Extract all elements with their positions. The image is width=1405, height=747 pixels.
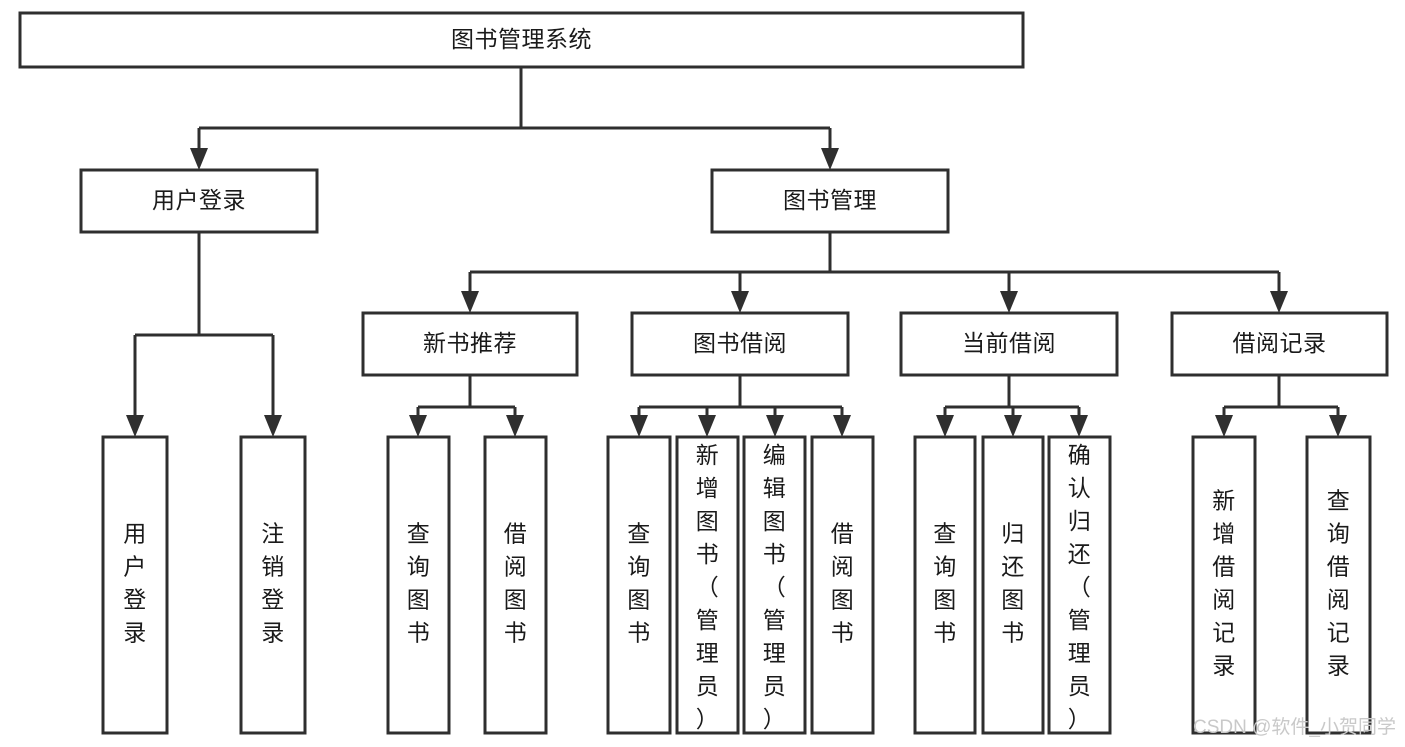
- node-label-leaf-add-book: 新增图书（管理员）: [696, 442, 720, 732]
- node-box-leaf-query-book-borrow[interactable]: [606, 435, 672, 735]
- user-login-drop-0-arrow-icon: [126, 415, 144, 437]
- leaf-node-leaf-confirm-return[interactable]: 确认归还（管理员）: [1047, 435, 1112, 735]
- leaf-drop-4-arrow-icon: [766, 415, 784, 437]
- node-box-user-login[interactable]: [79, 168, 319, 234]
- node-box-borrow-record[interactable]: [1170, 311, 1389, 377]
- node-label-leaf-query-record: 查询借阅记录: [1327, 488, 1351, 679]
- leaf-node-leaf-borrow-book-recommend[interactable]: 借阅图书: [483, 435, 548, 735]
- node-label-leaf-query-book-borrow: 查询图书: [627, 521, 651, 646]
- leaf-drop-5-arrow-icon: [833, 415, 851, 437]
- node-box-book-borrow[interactable]: [630, 311, 850, 377]
- book-mgmt-drop-0-arrow-icon: [461, 291, 479, 313]
- level3-node-current-borrow[interactable]: 当前借阅: [899, 311, 1119, 377]
- node-label-leaf-return-book: 归还图书: [1001, 521, 1025, 646]
- connector-layer: [126, 67, 1347, 437]
- leaf-drop-3-arrow-icon: [698, 415, 716, 437]
- node-label-book-borrow: 图书借阅: [693, 330, 787, 356]
- leaf-node-leaf-query-book-current[interactable]: 查询图书: [913, 435, 977, 735]
- node-box-leaf-user-login[interactable]: [101, 435, 169, 735]
- leaf-node-leaf-logout[interactable]: 注销登录: [239, 435, 307, 735]
- node-box-root[interactable]: [18, 11, 1025, 69]
- node-box-leaf-return-book[interactable]: [981, 435, 1045, 735]
- node-layer: 图书管理系统用户登录图书管理新书推荐图书借阅当前借阅借阅记录用户登录注销登录查询…: [18, 11, 1389, 735]
- leaf-node-leaf-query-book-borrow[interactable]: 查询图书: [606, 435, 672, 735]
- root-drop-1-arrow-icon: [821, 148, 839, 170]
- leaf-node-leaf-add-record[interactable]: 新增借阅记录: [1191, 435, 1257, 735]
- leaf-node-leaf-query-record[interactable]: 查询借阅记录: [1305, 435, 1372, 735]
- node-box-leaf-borrow-book[interactable]: [810, 435, 875, 735]
- node-label-leaf-query-book-current: 查询图书: [933, 521, 957, 646]
- level3-node-book-borrow[interactable]: 图书借阅: [630, 311, 850, 377]
- node-box-leaf-logout[interactable]: [239, 435, 307, 735]
- node-box-leaf-confirm-return[interactable]: [1047, 435, 1112, 735]
- leaf-drop-7-arrow-icon: [1004, 415, 1022, 437]
- leaf-node-leaf-user-login[interactable]: 用户登录: [101, 435, 169, 735]
- level3-node-borrow-record[interactable]: 借阅记录: [1170, 311, 1389, 377]
- book-mgmt-drop-3-arrow-icon: [1270, 291, 1288, 313]
- leaf-drop-8-arrow-icon: [1070, 415, 1088, 437]
- node-box-leaf-add-book[interactable]: [675, 435, 740, 735]
- user-login-drop-1-arrow-icon: [264, 415, 282, 437]
- node-label-leaf-add-record: 新增借阅记录: [1212, 488, 1236, 679]
- leaf-drop-9-arrow-icon: [1215, 415, 1233, 437]
- node-box-leaf-borrow-book-recommend[interactable]: [483, 435, 548, 735]
- leaf-node-leaf-edit-book[interactable]: 编辑图书（管理员）: [742, 435, 807, 735]
- node-box-leaf-query-book-recommend[interactable]: [386, 435, 451, 735]
- leaf-node-leaf-query-book-recommend[interactable]: 查询图书: [386, 435, 451, 735]
- node-box-new-book-recommend[interactable]: [361, 311, 579, 377]
- node-label-leaf-borrow-book-recommend: 借阅图书: [504, 521, 528, 646]
- node-box-current-borrow[interactable]: [899, 311, 1119, 377]
- leaf-drop-1-arrow-icon: [506, 415, 524, 437]
- root-node-root[interactable]: 图书管理系统: [18, 11, 1025, 69]
- node-label-current-borrow: 当前借阅: [962, 330, 1056, 356]
- node-label-leaf-logout: 注销登录: [261, 521, 285, 646]
- node-label-book-management: 图书管理: [783, 187, 877, 213]
- node-label-new-book-recommend: 新书推荐: [423, 330, 517, 356]
- node-box-leaf-query-book-current[interactable]: [913, 435, 977, 735]
- watermark-text: CSDN @软件_小贺同学: [1193, 716, 1396, 738]
- leaf-drop-10-arrow-icon: [1329, 415, 1347, 437]
- node-label-leaf-confirm-return: 确认归还（管理员）: [1068, 442, 1092, 732]
- level3-node-new-book-recommend[interactable]: 新书推荐: [361, 311, 579, 377]
- level2-node-book-management[interactable]: 图书管理: [710, 168, 950, 234]
- node-label-borrow-record: 借阅记录: [1233, 330, 1327, 356]
- level2-node-user-login[interactable]: 用户登录: [79, 168, 319, 234]
- leaf-node-leaf-return-book[interactable]: 归还图书: [981, 435, 1045, 735]
- leaf-node-leaf-add-book[interactable]: 新增图书（管理员）: [675, 435, 740, 735]
- leaf-node-leaf-borrow-book[interactable]: 借阅图书: [810, 435, 875, 735]
- root-drop-0-arrow-icon: [190, 148, 208, 170]
- node-label-leaf-edit-book: 编辑图书（管理员）: [763, 442, 787, 732]
- book-mgmt-drop-2-arrow-icon: [1000, 291, 1018, 313]
- node-label-leaf-borrow-book: 借阅图书: [831, 521, 855, 646]
- leaf-drop-6-arrow-icon: [936, 415, 954, 437]
- node-label-root: 图书管理系统: [451, 26, 592, 52]
- book-mgmt-drop-1-arrow-icon: [731, 291, 749, 313]
- leaf-drop-2-arrow-icon: [630, 415, 648, 437]
- leaf-drop-0-arrow-icon: [409, 415, 427, 437]
- node-label-leaf-user-login: 用户登录: [123, 521, 147, 646]
- node-label-user-login: 用户登录: [152, 187, 246, 213]
- node-label-leaf-query-book-recommend: 查询图书: [407, 521, 431, 646]
- node-box-book-management[interactable]: [710, 168, 950, 234]
- node-box-leaf-edit-book[interactable]: [742, 435, 807, 735]
- node-box-leaf-add-record[interactable]: [1191, 435, 1257, 735]
- node-box-leaf-query-record[interactable]: [1305, 435, 1372, 735]
